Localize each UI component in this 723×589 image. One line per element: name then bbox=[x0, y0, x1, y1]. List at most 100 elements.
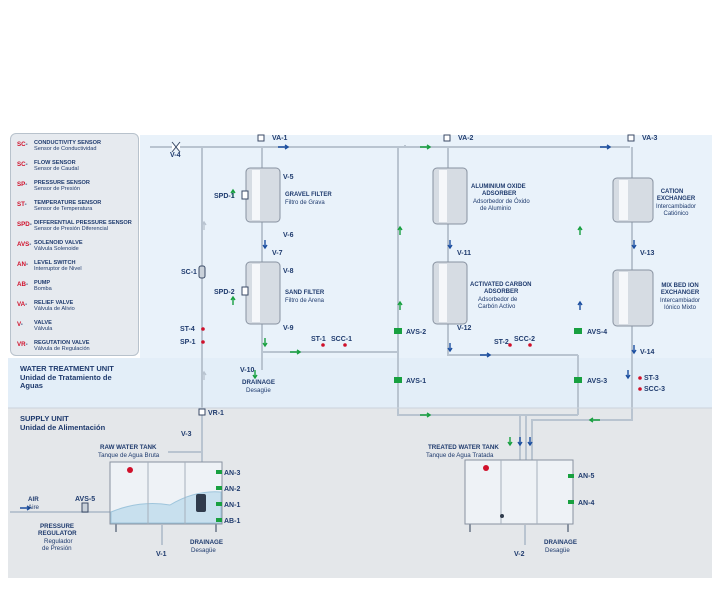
legend-code-suffix: - bbox=[25, 141, 28, 148]
legend-english: LEVEL SWITCH bbox=[34, 260, 76, 266]
treated-tank-en: TREATED WATER TANK bbox=[428, 444, 499, 451]
tag-v-10: V-10 bbox=[240, 367, 255, 374]
legend-spanish: Sensor de Presión bbox=[34, 186, 81, 192]
aluminium-oxide-vessel bbox=[432, 167, 468, 225]
tag-avs-1: AVS-1 bbox=[406, 378, 426, 385]
legend-spanish: Bomba bbox=[34, 286, 52, 292]
regulator-en1: PRESSURE bbox=[40, 523, 74, 530]
water-treatment-unit-en: WATER TREATMENT UNIT bbox=[20, 364, 114, 373]
drainage2-es: Desagüe bbox=[191, 547, 216, 554]
legend-english: TEMPERATURE SENSOR bbox=[34, 200, 102, 206]
tag-st-4: ST-4 bbox=[180, 326, 195, 333]
raw-water-tank bbox=[109, 461, 223, 532]
treatment-lower-band bbox=[8, 358, 712, 408]
solenoid-valves bbox=[394, 328, 582, 383]
legend-code: SPD- bbox=[17, 221, 32, 228]
aluminium-es2: de Aluminio bbox=[480, 206, 512, 212]
legend-code: AB- bbox=[17, 281, 28, 288]
gravel-filter-en: GRAVEL FILTER bbox=[285, 192, 332, 198]
tag-avs-4: AVS-4 bbox=[587, 329, 607, 336]
legend-code: SC- bbox=[17, 141, 28, 148]
treated-tank-es: Tanque de Agua Tratada bbox=[426, 452, 494, 459]
legend-english: VALVE bbox=[34, 320, 52, 326]
tag-sp-1: SP-1 bbox=[180, 339, 196, 346]
pipes bbox=[10, 145, 633, 545]
legend-spanish: Válvula de Alivio bbox=[34, 306, 75, 312]
valve-glyphs bbox=[81, 134, 635, 513]
legend-code-letters: V bbox=[17, 321, 21, 328]
regulator-es2: de Presión bbox=[42, 545, 72, 552]
cation-en1: CATION bbox=[661, 189, 684, 195]
sensor-dots bbox=[201, 327, 642, 391]
carbon-es2: Carbón Activo bbox=[478, 304, 516, 310]
cation-es1: Intercambiador bbox=[656, 204, 696, 210]
supply-unit-es: Unidad de Alimentación bbox=[20, 422, 106, 432]
legend-code-suffix: - bbox=[25, 341, 28, 348]
legend-english: PUMP bbox=[34, 280, 51, 286]
legend-code: AVS- bbox=[17, 241, 31, 248]
tag-an-1: AN-1 bbox=[224, 502, 240, 509]
legend-code-suffix: - bbox=[29, 221, 32, 228]
tag-scc-1: SCC-1 bbox=[331, 336, 352, 343]
drainage3-es: Desagüe bbox=[545, 547, 570, 554]
legend-spanish: Sensor de Presión Diferencial bbox=[34, 226, 108, 232]
legend-code: VA- bbox=[17, 301, 28, 308]
legend-english: REGUTATION VALVE bbox=[34, 340, 90, 346]
tag-v-13: V-13 bbox=[640, 250, 655, 257]
legend-spanish: Válvula de Regulación bbox=[34, 346, 90, 352]
tag-st-3: ST-3 bbox=[644, 375, 659, 382]
tag-an-3: AN-3 bbox=[224, 470, 240, 477]
tag-v-11: V-11 bbox=[457, 250, 471, 257]
legend-spanish: Sensor de Conductividad bbox=[34, 146, 97, 152]
mixed-es2: Iónico Mixto bbox=[664, 305, 697, 311]
air-es: Aire bbox=[28, 504, 40, 511]
cation-en2: EXCHANGER bbox=[657, 196, 696, 202]
legend-code-letters: SPD bbox=[17, 221, 30, 228]
legend-code-letters: AVS bbox=[17, 241, 30, 248]
supply-unit-en: SUPPLY UNIT bbox=[20, 414, 69, 423]
legend-spanish: Válvula Solenoide bbox=[34, 246, 79, 252]
legend-english: FLOW SENSOR bbox=[34, 160, 76, 166]
legend-code-suffix: - bbox=[20, 321, 23, 328]
legend-code-letters: AB bbox=[17, 281, 26, 288]
carbon-en1: ACTIVATED CARBON bbox=[470, 282, 531, 288]
level-switch-markers bbox=[216, 470, 574, 522]
drainage2-en: DRAINAGE bbox=[190, 539, 223, 546]
tag-v-12: V-12 bbox=[457, 325, 472, 332]
drainage1-es: Desagüe bbox=[246, 387, 271, 394]
legend-spanish: Interruptor de Nivel bbox=[34, 266, 82, 272]
tag-va-1: VA-1 bbox=[272, 135, 288, 142]
raw-tank-es: Tanque de Agua Bruta bbox=[98, 452, 160, 459]
regulator-en2: REGULATOR bbox=[38, 530, 77, 537]
legend-code: SC- bbox=[17, 161, 28, 168]
legend-code-letters: ST bbox=[17, 201, 25, 208]
drainage3-en: DRAINAGE bbox=[544, 539, 577, 546]
legend-english: PRESSURE SENSOR bbox=[34, 180, 90, 186]
diagram-labels: VA-1 VA-2 VA-3 V-4 V-5 V-6 V-7 V-8 V-9 V… bbox=[28, 135, 700, 558]
raw-tank-en: RAW WATER TANK bbox=[100, 444, 157, 451]
tag-avs-3: AVS-3 bbox=[587, 378, 607, 385]
sand-filter-vessel bbox=[245, 261, 281, 325]
tag-v-2: V-2 bbox=[514, 551, 525, 558]
sand-filter-en: SAND FILTER bbox=[285, 290, 325, 296]
legend-code: SP- bbox=[17, 181, 27, 188]
aluminium-en2: ADSORBER bbox=[482, 191, 517, 197]
regulator-es1: Regulador bbox=[44, 538, 73, 545]
tag-v-1: V-1 bbox=[156, 551, 167, 558]
sand-filter-es: Filtro de Arena bbox=[285, 298, 325, 304]
legend-english: SOLENOID VALVE bbox=[34, 240, 83, 246]
legend-code-suffix: - bbox=[25, 281, 28, 288]
tag-v-5: V-5 bbox=[283, 174, 294, 181]
tag-va-2: VA-2 bbox=[458, 135, 474, 142]
tag-v-8: V-8 bbox=[283, 268, 294, 275]
tag-st-2: ST-2 bbox=[494, 339, 509, 346]
tag-an-5: AN-5 bbox=[578, 473, 594, 480]
legend-english: RELIEF VALVE bbox=[34, 300, 74, 306]
mixed-bed-vessel bbox=[612, 269, 654, 327]
legend-code-letters: AN bbox=[17, 261, 26, 268]
legend-code-suffix: - bbox=[25, 301, 28, 308]
tag-avs-2: AVS-2 bbox=[406, 329, 426, 336]
